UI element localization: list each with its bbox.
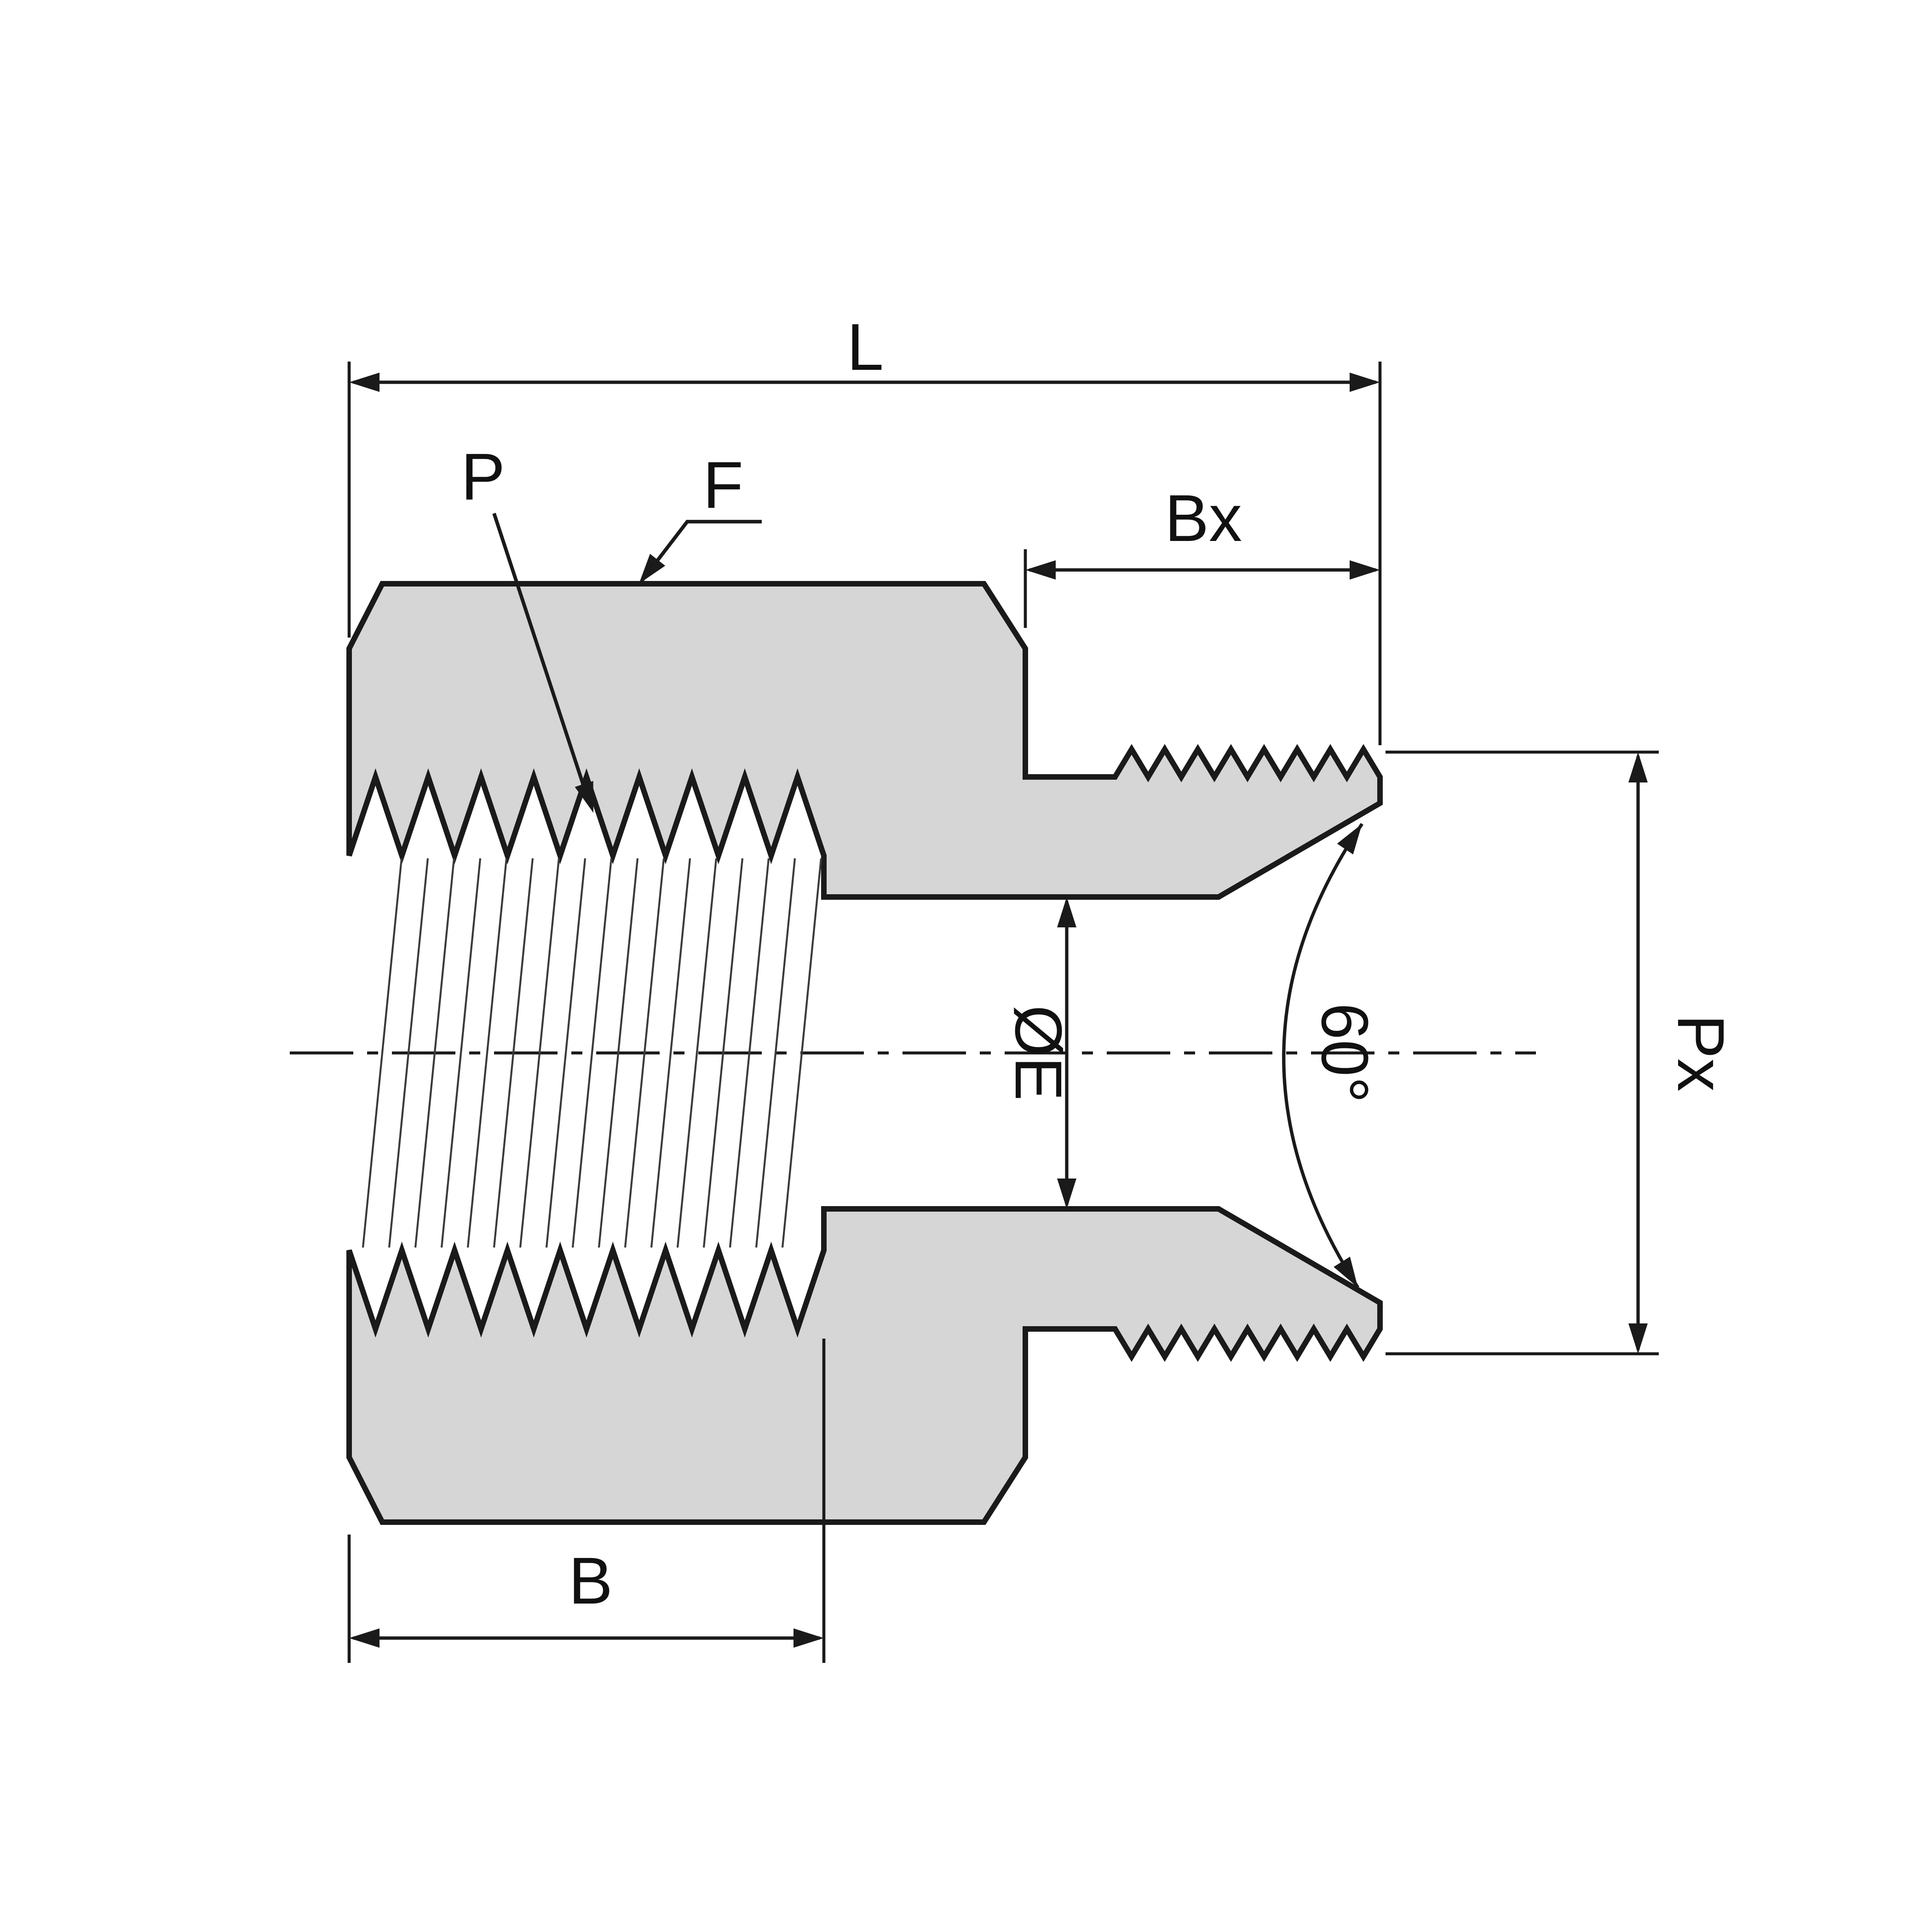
leader-line-P xyxy=(492,512,591,804)
dim-label-Px: Px xyxy=(1664,1014,1738,1092)
dim-label-Bx: Bx xyxy=(1165,481,1242,555)
arrowheads xyxy=(349,373,1648,1648)
leader-line-F xyxy=(640,520,762,582)
arrowhead-arc-top xyxy=(1337,824,1362,855)
arrowhead-arc-bottom xyxy=(1334,1256,1358,1288)
arrowhead-B-right xyxy=(794,1628,824,1648)
dim-label-cone-angle: 60° xyxy=(1308,1003,1382,1103)
female-thread-helix-lines xyxy=(362,858,822,1248)
part-body-top-half xyxy=(346,581,1383,900)
callout-label-P: P xyxy=(461,440,505,514)
arrowhead-E-top xyxy=(1057,897,1076,927)
arrowhead-L-left xyxy=(349,373,380,392)
arrowhead-Bx-right xyxy=(1350,560,1380,580)
extension-lines xyxy=(347,362,1659,1663)
part-body-bottom-half xyxy=(346,1206,1383,1525)
arrowhead-Px-top xyxy=(1628,752,1648,782)
dimension-lines xyxy=(353,380,1640,1640)
arrowhead-L-right xyxy=(1350,373,1380,392)
arrowhead-Bx-left xyxy=(1025,560,1056,580)
arrowhead-F-leader xyxy=(639,554,666,584)
arrowhead-Px-bottom xyxy=(1628,1323,1648,1354)
arrowhead-B-left xyxy=(349,1628,380,1648)
arrowhead-E-bottom xyxy=(1057,1179,1076,1209)
dim-label-L: L xyxy=(847,310,884,384)
dim-label-bore-diameter: ØE xyxy=(1001,1005,1075,1101)
dim-label-B: B xyxy=(569,1544,613,1618)
angle-arc-60 xyxy=(1282,822,1363,1288)
arrowhead-P-leader xyxy=(575,781,593,813)
dimension-labels: L P F Bx B ØE 60° Px xyxy=(461,310,1738,1618)
callout-label-F: F xyxy=(703,448,743,522)
